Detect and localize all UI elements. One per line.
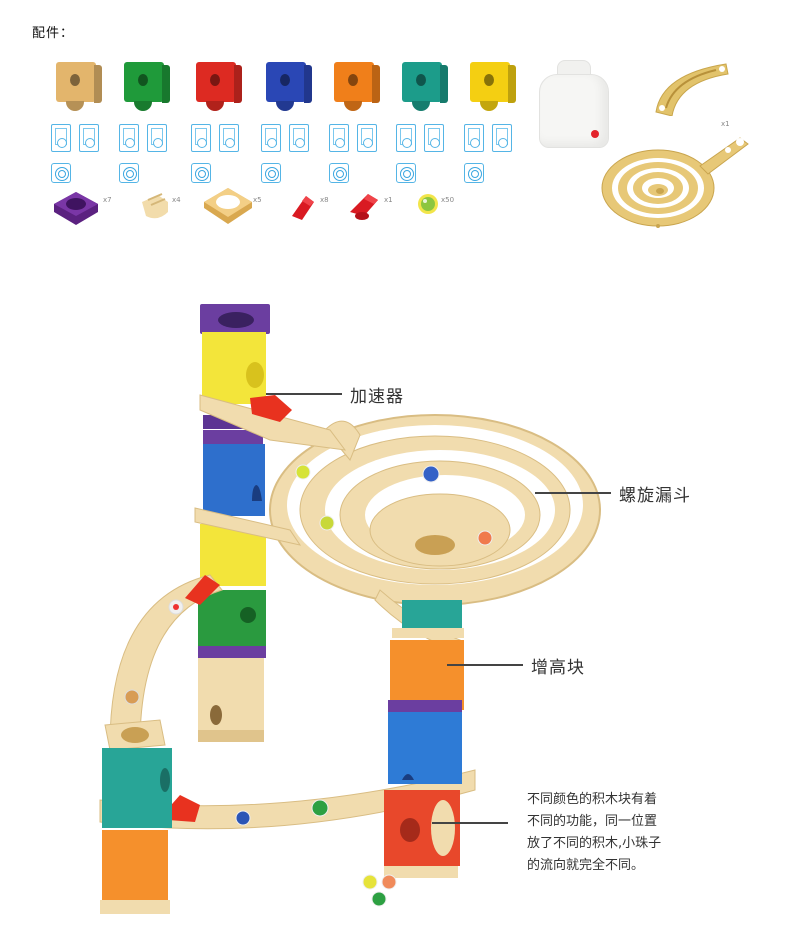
- blueprint-side-icon: [119, 124, 139, 152]
- right-tower: [384, 600, 464, 878]
- blueprint-front-icon: [147, 124, 167, 152]
- switch-accelerator-icon: [350, 194, 378, 220]
- description-line: 不同的功能，同一位置: [527, 814, 658, 829]
- block-teal: [398, 58, 446, 114]
- bag-body: [539, 74, 609, 148]
- blueprint-top-icon: [119, 163, 139, 183]
- description-line: 不同颜色的积木块有着: [527, 792, 658, 807]
- leader-line-description: [432, 822, 508, 824]
- qty-label: x5: [253, 196, 262, 204]
- marble-icon: [418, 194, 438, 214]
- blueprint-front-icon: [219, 124, 239, 152]
- blueprint-top-icon: [51, 163, 71, 183]
- bag-logo-tag: [591, 130, 599, 138]
- blueprint-side-icon: [329, 124, 349, 152]
- accelerator-top: [250, 395, 292, 422]
- qty-label: x8: [320, 196, 329, 204]
- blueprint-top-icon: [261, 163, 281, 183]
- spiral-qty-label: x1: [721, 120, 730, 128]
- leader-line-spiral-funnel: [535, 492, 611, 494]
- left-lower-tower: [100, 719, 172, 914]
- blueprint-top-icon: [396, 163, 416, 183]
- qty-label: x4: [172, 196, 181, 204]
- leader-line-riser-block: [447, 664, 523, 666]
- blueprint-side-icon: [191, 124, 211, 152]
- spiral-funnel: [269, 414, 601, 606]
- label-spiral-funnel: 螺旋漏斗: [619, 486, 691, 506]
- leader-line-accelerator: [266, 393, 342, 395]
- blueprint-top-icon: [191, 163, 211, 183]
- block-yellow: [466, 58, 514, 114]
- blueprint-top-icon: [329, 163, 349, 183]
- blueprint-side-icon: [261, 124, 281, 152]
- label-accelerator: 加速器: [350, 387, 404, 407]
- block-red: [192, 58, 240, 114]
- blueprint-front-icon: [492, 124, 512, 152]
- block-orange: [330, 58, 378, 114]
- left-upper-tower: [198, 304, 270, 742]
- page-heading: 配件：: [32, 26, 75, 41]
- block-natural-wood: [52, 58, 100, 114]
- block-green: [120, 58, 168, 114]
- curved-track-piece: [655, 63, 729, 116]
- accelerator-icon: [292, 196, 314, 220]
- wood-spacer-icon: [204, 188, 252, 224]
- blueprint-front-icon: [79, 124, 99, 152]
- qty-label: x7: [103, 196, 112, 204]
- spiral-funnel-piece: [601, 137, 749, 228]
- qty-label: x50: [441, 196, 455, 204]
- accelerator-mid: [185, 575, 220, 605]
- marbles: [124, 464, 493, 907]
- qty-label: x1: [384, 196, 393, 204]
- blueprint-front-icon: [357, 124, 377, 152]
- track-clip-icon: [142, 193, 168, 219]
- description-text: 不同颜色的积木块有着 不同的功能，同一位置 放了不同的积木,小珠子 的流向就完全…: [527, 789, 717, 877]
- accelerator-bottom: [165, 795, 200, 822]
- purple-spacer-icon: [54, 192, 98, 225]
- blueprint-side-icon: [464, 124, 484, 152]
- label-riser-block: 增高块: [531, 658, 585, 678]
- blueprint-front-icon: [424, 124, 444, 152]
- description-line: 放了不同的积木,小珠子: [527, 836, 662, 851]
- blueprint-front-icon: [289, 124, 309, 152]
- description-line: 的流向就完全不同。: [527, 858, 645, 873]
- blueprint-side-icon: [51, 124, 71, 152]
- blueprint-top-icon: [464, 163, 484, 183]
- storage-bag: [535, 58, 613, 150]
- block-blue: [262, 58, 310, 114]
- blueprint-side-icon: [396, 124, 416, 152]
